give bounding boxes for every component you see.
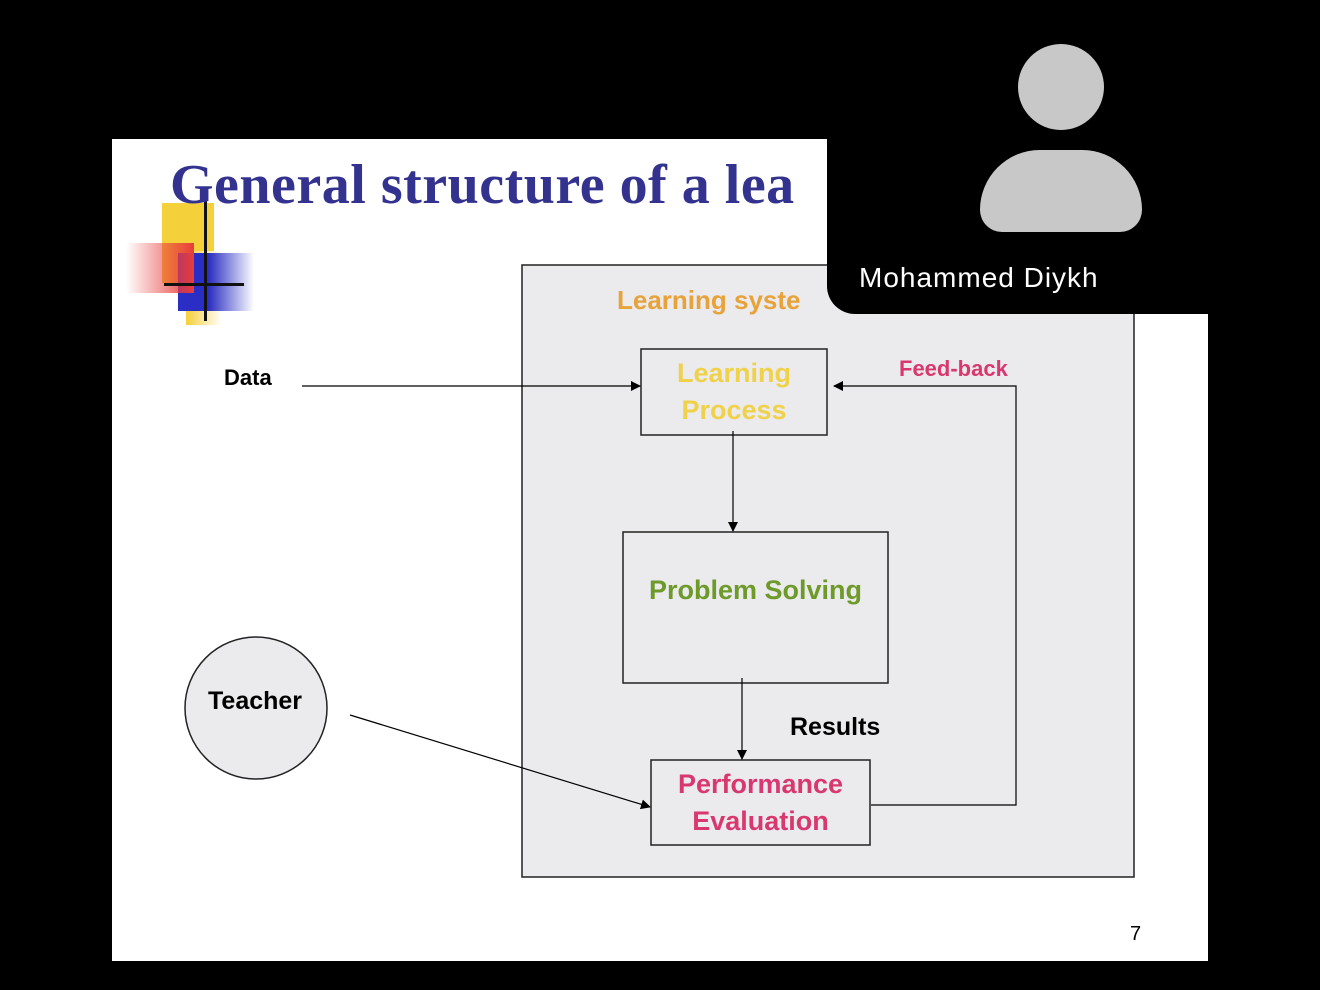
feedback-arrow xyxy=(833,381,1017,806)
participant-video-tile[interactable]: Mohammed Diykh xyxy=(827,0,1320,314)
performance-evaluation-line-1: Performance xyxy=(677,769,844,799)
learning-system-diagram xyxy=(166,264,1135,878)
learning-system-label: Learning syste xyxy=(617,285,801,315)
learning-process-label: Learning Process xyxy=(641,355,827,429)
avatar-head xyxy=(1018,44,1104,130)
teacher-to-evaluation-arrow xyxy=(349,714,651,810)
teacher-label: Teacher xyxy=(208,687,303,715)
performance-evaluation-label: Performance Evaluation xyxy=(651,766,870,840)
learning-process-line-1: Learning xyxy=(676,358,791,388)
learning-process-box xyxy=(640,348,828,436)
learning-process-line-2: Process xyxy=(681,395,787,425)
performance-evaluation-line-2: Evaluation xyxy=(692,806,829,836)
performance-evaluation-box xyxy=(650,759,871,846)
slide-title: General structure of a lea xyxy=(170,154,795,216)
participant-name: Mohammed Diykh xyxy=(859,262,1099,293)
teacher-circle xyxy=(184,636,328,780)
slide-decoration xyxy=(126,199,266,329)
problem-solving-box xyxy=(622,531,889,684)
slide-page-number: 7 xyxy=(1130,923,1142,945)
results-label: Results xyxy=(790,713,881,741)
feedback-label: Feed-back xyxy=(899,356,1008,381)
problem-solving-label: Problem Solving xyxy=(648,575,863,605)
data-label: Data xyxy=(224,365,272,390)
avatar-body xyxy=(980,150,1142,232)
